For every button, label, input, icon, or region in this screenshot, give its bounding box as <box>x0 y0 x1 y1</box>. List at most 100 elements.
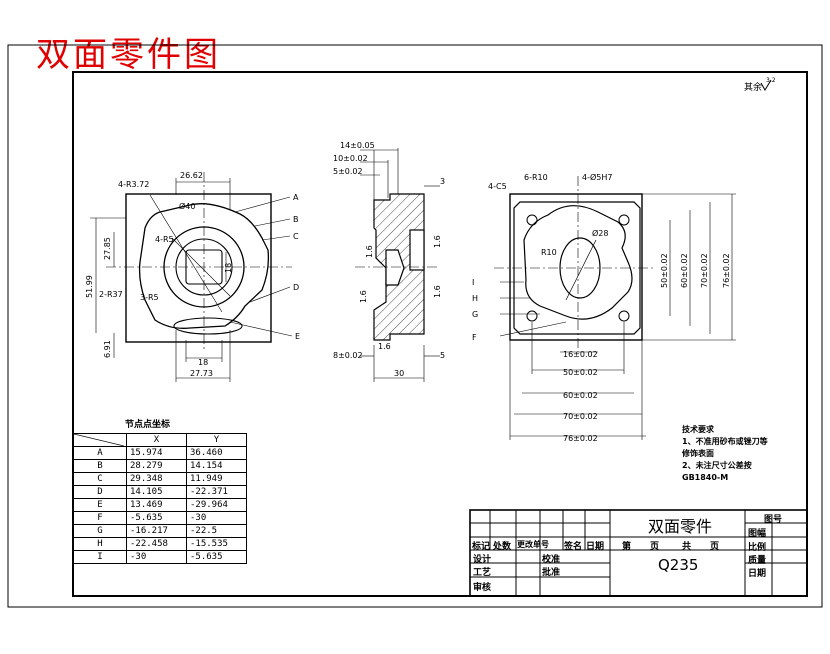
dim-60: 60±0.02 <box>563 391 598 400</box>
label-i: I <box>472 278 474 287</box>
roughness-value: 3.2 <box>766 77 776 84</box>
dim-v76: 76±0.02 <box>722 253 731 288</box>
tech-line-2: 修饰表面 <box>682 449 714 458</box>
date-label: 日期 <box>748 569 767 579</box>
dim-phi28: Ø28 <box>592 228 608 238</box>
part-name: 双面零件 <box>648 517 713 536</box>
page-prefix: 第 <box>622 542 632 552</box>
coord-header-x: X <box>126 433 187 447</box>
total-unit: 页 <box>710 542 720 552</box>
tech-title: 技术要求 <box>682 425 714 434</box>
date-col-label: 日期 <box>586 542 605 552</box>
right-dims <box>499 193 736 440</box>
dim-50: 50±0.02 <box>563 368 598 377</box>
dim-3: 3 <box>440 177 445 186</box>
dim-76: 76±0.02 <box>563 434 598 443</box>
dim-2r37: 2-R37 <box>99 290 123 299</box>
table-row: G-16.217-22.5 <box>73 524 247 538</box>
dim-691: 6.91 <box>103 340 112 358</box>
label-h: H <box>472 294 478 303</box>
dim-v70: 70±0.02 <box>700 253 709 288</box>
dim-16e: 1.6 <box>378 342 391 351</box>
coord-header-y: Y <box>186 433 247 447</box>
dim-r10: R10 <box>541 248 557 257</box>
dim-18: 18 <box>198 358 208 367</box>
table-cell: F <box>73 511 127 525</box>
table-cell: -22.458 <box>126 537 187 551</box>
dim-2773: 27.73 <box>190 369 213 378</box>
table-cell: -5.635 <box>186 550 247 564</box>
dim-30: 30 <box>394 369 404 378</box>
table-cell: D <box>73 485 127 499</box>
approve-label: 批准 <box>542 568 561 578</box>
tech-requirements: 技术要求 1、不准用砂布或锉刀等 修饰表面 2、未注尺寸公差按 GB1840-M <box>682 424 768 484</box>
table-cell: A <box>73 446 127 460</box>
table-cell: -22.5 <box>186 524 247 538</box>
design-label: 设计 <box>473 555 492 565</box>
inner-frame <box>72 71 808 597</box>
surface-note: 其余 <box>744 81 762 93</box>
table-cell: H <box>73 537 127 551</box>
dim-v60: 60±0.02 <box>680 253 689 288</box>
table-cell: 11.949 <box>186 472 247 486</box>
label-f: F <box>472 333 477 342</box>
table-cell: 29.348 <box>126 472 187 486</box>
label-e: E <box>295 332 300 341</box>
total-prefix: 共 <box>682 542 692 552</box>
dim-16b: 1.6 <box>433 235 442 248</box>
dim-16d: 1.6 <box>433 285 442 298</box>
tech-line-1: 1、不准用砂布或锉刀等 <box>682 437 768 446</box>
table-cell: E <box>73 498 127 512</box>
dim-18h: 18 <box>224 263 233 273</box>
middle-view <box>355 193 440 341</box>
label-c: C <box>293 232 299 241</box>
drawing-no: 图号 <box>764 515 783 525</box>
outer-frame <box>7 44 823 608</box>
mark-label: 标记 <box>472 542 491 552</box>
count-label: 处数 <box>493 542 512 552</box>
dim-2785: 27.85 <box>103 237 112 260</box>
dim-14: 14±0.05 <box>340 141 375 150</box>
label-d: D <box>293 283 299 292</box>
dim-v50: 50±0.02 <box>660 253 669 288</box>
table-cell: -5.635 <box>126 511 187 525</box>
dim-16: 16±0.02 <box>563 350 598 359</box>
left-view <box>90 172 293 382</box>
table-cell: B <box>73 459 127 473</box>
table-cell: C <box>73 472 127 486</box>
dim-16c: 1.6 <box>359 290 368 303</box>
dim-r: 4-R3.72 <box>118 180 149 189</box>
dim-6r10: 6-R10 <box>524 173 548 182</box>
table-cell: -29.964 <box>186 498 247 512</box>
dim-8: 8±0.02 <box>333 351 363 360</box>
table-cell: I <box>73 550 127 564</box>
table-cell: 36.460 <box>186 446 247 460</box>
table-cell: -16.217 <box>126 524 187 538</box>
scale-label: 比例 <box>748 543 767 553</box>
dim-5b: 5 <box>440 351 445 360</box>
table-cell: 14.105 <box>126 485 187 499</box>
title-block <box>469 509 808 597</box>
table-cell: -22.371 <box>186 485 247 499</box>
material: Q235 <box>658 556 699 574</box>
dim-10: 10±0.02 <box>333 154 368 163</box>
table-cell: G <box>73 524 127 538</box>
tech-line-3: 2、未注尺寸公差按 <box>682 461 752 470</box>
dim-phi40: Ø40 <box>179 201 195 211</box>
dim-70: 70±0.02 <box>563 412 598 421</box>
label-a: A <box>293 193 299 202</box>
dim-4phi5: 4-Ø5H7 <box>582 172 612 182</box>
table-row: F-5.635-30 <box>73 511 247 525</box>
dim-4r5: 4-R5 <box>155 235 174 244</box>
roughness-icon <box>760 79 772 91</box>
dim-3r5: 3-R5 <box>140 293 159 302</box>
dim-5: 5±0.02 <box>333 167 363 176</box>
table-cell: -30 <box>126 550 187 564</box>
table-cell: -15.535 <box>186 537 247 551</box>
label-g: G <box>472 310 478 319</box>
